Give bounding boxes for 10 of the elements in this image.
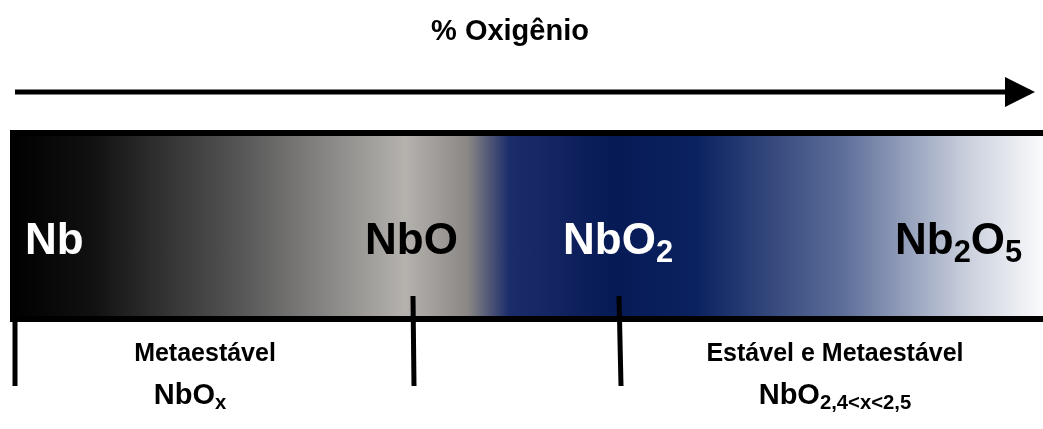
gradient-bar bbox=[10, 130, 1043, 322]
region-label: Metaestável bbox=[134, 338, 276, 367]
compound-label: Nb bbox=[25, 214, 84, 264]
formula-label: NbO$_{x}$ bbox=[153, 378, 227, 411]
compound-label: Nb$_{2}$O$_{5}$ bbox=[895, 214, 1023, 264]
region-label: Estável e Metaestável bbox=[706, 338, 964, 367]
compound-label: NbO$_{2}$ bbox=[563, 214, 674, 264]
compound-label: NbO bbox=[365, 214, 458, 264]
axis-title: % Oxigênio bbox=[431, 14, 589, 47]
formula-label: NbO$_{2,4<x<2,5}$ bbox=[758, 378, 912, 411]
